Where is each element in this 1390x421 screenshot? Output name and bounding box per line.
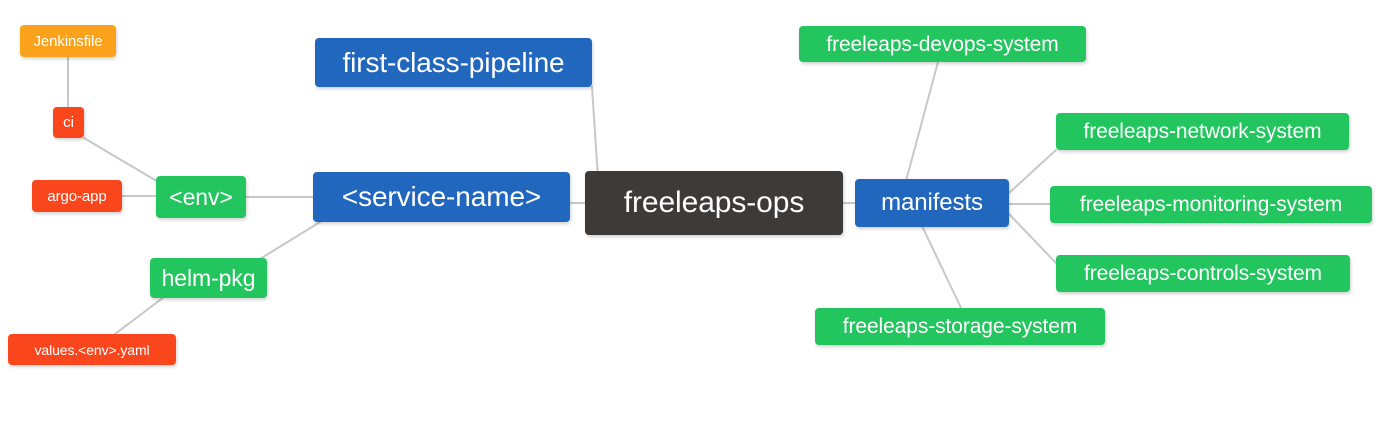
edge-helm-pkg-values-yaml — [114, 293, 169, 335]
node-first-class-pipeline[interactable]: first-class-pipeline — [315, 38, 592, 87]
node-label: freeleaps-network-system — [1083, 120, 1322, 143]
node-freeleaps-controls-system[interactable]: freeleaps-controls-system — [1056, 255, 1350, 292]
node-label: helm-pkg — [161, 264, 256, 291]
edge-service-name-helm-pkg — [254, 221, 321, 263]
node-freeleaps-storage-system[interactable]: freeleaps-storage-system — [815, 308, 1105, 345]
node-label: freeleaps-ops — [623, 186, 805, 219]
node-argo-app[interactable]: argo-app — [32, 180, 122, 212]
edge-root-first-class-pipeline — [591, 86, 599, 179]
node-label: freeleaps-monitoring-system — [1079, 193, 1343, 216]
edge-env-ci — [83, 137, 161, 184]
node-values-env-yaml[interactable]: values.<env>.yaml — [8, 334, 176, 365]
node-manifests[interactable]: manifests — [855, 179, 1009, 227]
node-label: values.<env>.yaml — [34, 341, 150, 358]
node-label: Jenkinsfile — [33, 32, 103, 50]
node-ci[interactable]: ci — [53, 107, 84, 138]
edge-manifests-storage-system — [921, 225, 963, 311]
node-label: manifests — [881, 189, 983, 216]
node-freeleaps-network-system[interactable]: freeleaps-network-system — [1056, 113, 1349, 150]
edge-manifests-network-system — [1008, 149, 1057, 194]
node-label: argo-app — [47, 187, 107, 205]
node-env[interactable]: <env> — [156, 176, 246, 218]
node-label: <env> — [169, 183, 233, 210]
node-label: freeleaps-storage-system — [842, 315, 1078, 338]
node-label: freeleaps-controls-system — [1084, 262, 1322, 285]
node-freeleaps-devops-system[interactable]: freeleaps-devops-system — [799, 26, 1086, 62]
node-service-name[interactable]: <service-name> — [313, 172, 570, 222]
node-freeleaps-ops[interactable]: freeleaps-ops — [585, 171, 843, 235]
node-label: freeleaps-devops-system — [826, 32, 1059, 56]
node-label: <service-name> — [341, 181, 542, 212]
edge-manifests-controls-system — [1008, 213, 1057, 264]
node-label: first-class-pipeline — [342, 46, 565, 78]
node-label: ci — [63, 114, 74, 131]
node-helm-pkg[interactable]: helm-pkg — [150, 258, 267, 298]
node-jenkinsfile[interactable]: Jenkinsfile — [20, 25, 116, 57]
node-freeleaps-monitoring-system[interactable]: freeleaps-monitoring-system — [1050, 186, 1372, 223]
edge-manifests-devops-system — [905, 61, 939, 182]
